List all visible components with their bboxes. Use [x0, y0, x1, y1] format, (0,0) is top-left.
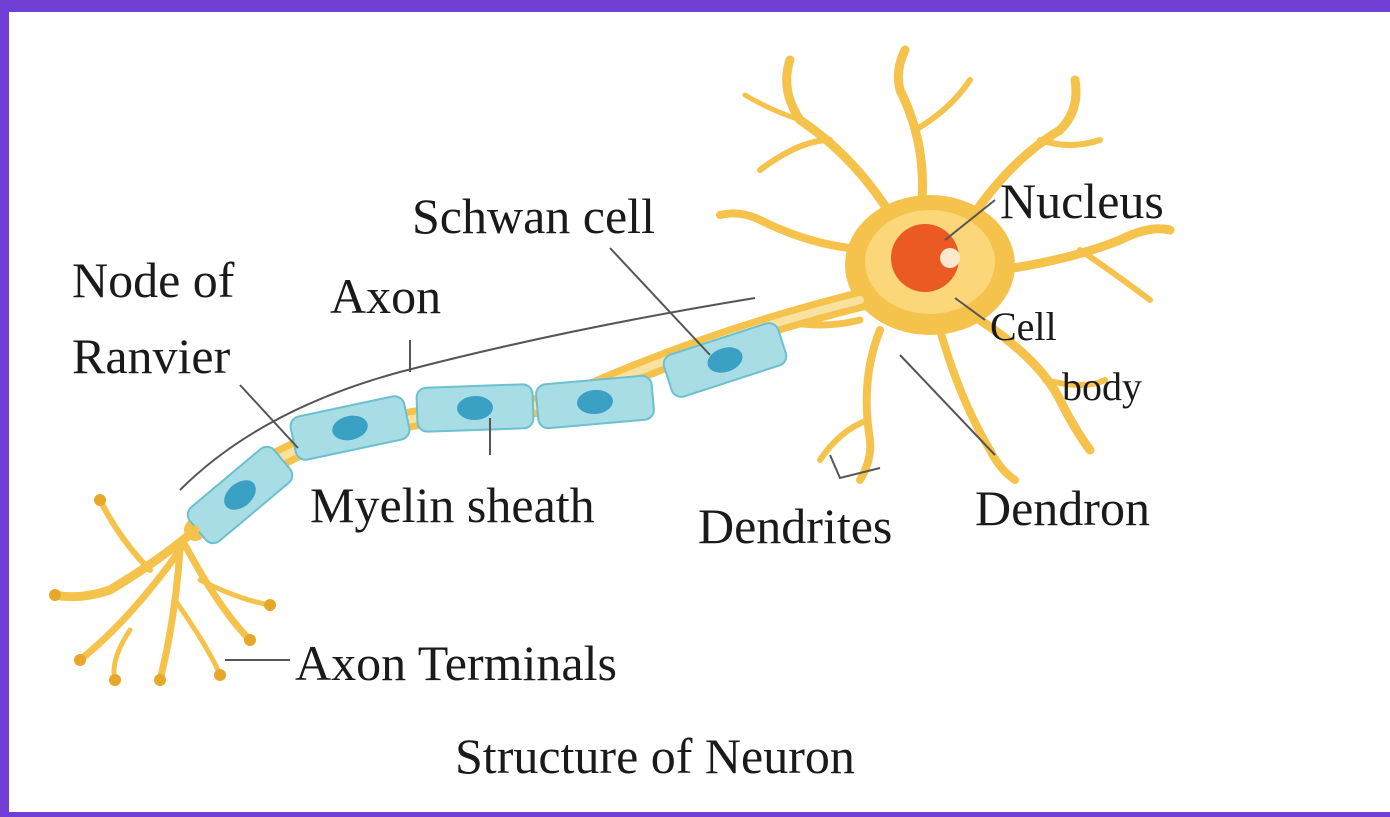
axon-terminals-shape	[55, 500, 270, 680]
nucleus-label: Nucleus	[1000, 173, 1164, 229]
myelin-sheath-label: Myelin sheath	[310, 477, 595, 533]
dendrites-label: Dendrites	[698, 498, 892, 554]
node-of-label: Node of	[72, 252, 235, 308]
schwan-cell-label: Schwan cell	[412, 188, 655, 244]
schwan-cell-leader	[610, 248, 710, 355]
node-of-ranvier-leader	[240, 385, 298, 448]
axon-terminals-label: Axon Terminals	[295, 635, 617, 691]
cell-label: Cell	[990, 304, 1057, 349]
dendron-label: Dendron	[975, 480, 1150, 536]
axon-label: Axon	[330, 268, 441, 324]
dendron-leader	[900, 355, 995, 455]
ranvier-label: Ranvier	[72, 328, 231, 384]
body-label: body	[1062, 364, 1142, 409]
diagram-title: Structure of Neuron	[455, 728, 855, 784]
